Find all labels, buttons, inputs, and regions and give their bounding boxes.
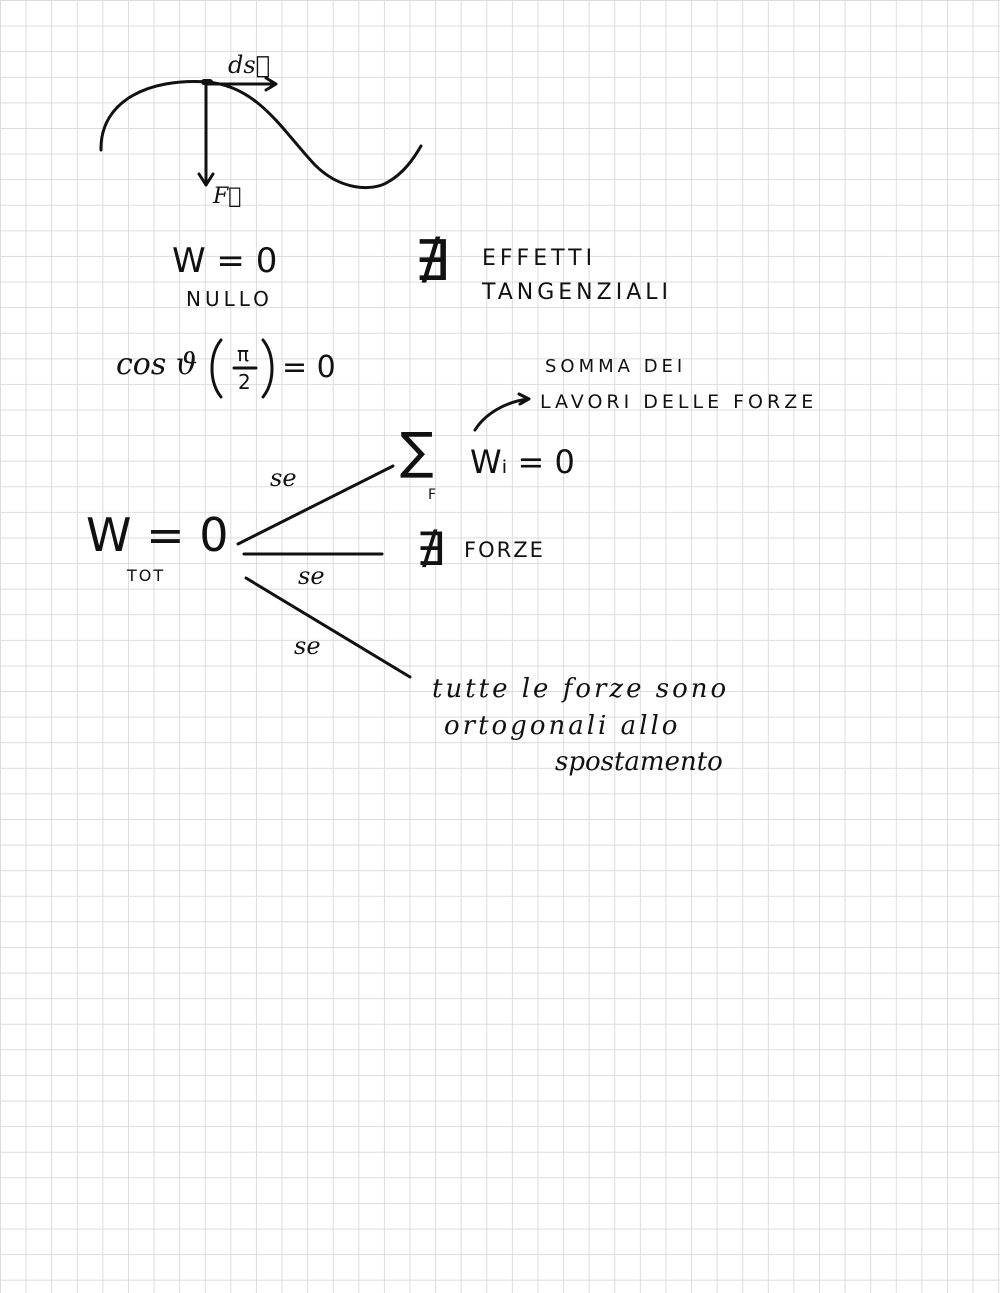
total-work-subscript: TOT	[127, 566, 166, 585]
no-forces-text: FORZE	[464, 538, 545, 562]
sum-note-line2: LAVORI DELLE FORZE	[540, 391, 818, 413]
cos-numerator: π	[237, 342, 250, 366]
branch-line-bottom	[244, 576, 412, 679]
sum-symbol: ∑	[400, 422, 434, 480]
branch-line-top	[236, 464, 395, 546]
branch-word-bottom: se	[294, 632, 321, 660]
force-label: F⃗	[213, 184, 242, 209]
sum-index: F	[428, 487, 441, 503]
cos-result: = 0	[282, 350, 336, 385]
cos-denominator: 2	[238, 370, 251, 394]
work-zero-equation: W = 0	[172, 241, 278, 281]
orthogonal-line2: ortogonali allo	[444, 711, 681, 741]
orthogonal-line1: tutte le forze sono	[432, 674, 730, 704]
branch-word-top: se	[270, 464, 297, 492]
sum-body: Wᵢ = 0	[470, 443, 575, 481]
force-arrow-head	[197, 172, 215, 187]
orthogonal-line3: spostamento	[555, 747, 723, 777]
cos-text: cos ϑ	[116, 347, 198, 382]
sum-note-line1: SOMMA DEI	[545, 356, 687, 377]
cos-left-paren	[210, 338, 223, 399]
total-work-equation: W = 0	[86, 508, 229, 562]
cos-right-paren	[261, 338, 274, 399]
no-forces-symbol: ∄	[416, 522, 446, 576]
note-arrow	[473, 397, 530, 432]
note-arrow-head	[517, 392, 531, 406]
trajectory-curve	[99, 80, 423, 190]
tangential-line2: TANGENZIALI	[482, 280, 672, 305]
tangential-line1: EFFETTI	[482, 246, 597, 271]
not-exists-symbol: ∄	[414, 229, 450, 294]
work-zero-word: NULLO	[186, 287, 273, 311]
displacement-label: ds⃗	[228, 51, 271, 79]
branch-word-middle: se	[298, 562, 325, 590]
displacement-arrow-head	[264, 76, 278, 92]
